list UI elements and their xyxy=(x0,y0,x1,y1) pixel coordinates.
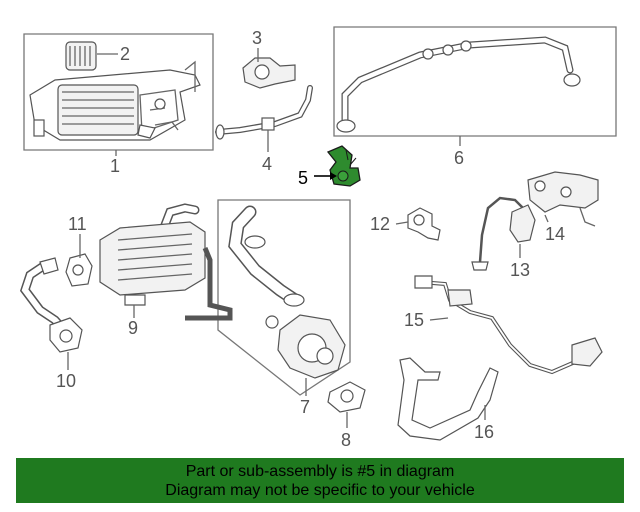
filter-part-2 xyxy=(65,41,97,71)
callout-11: 11 xyxy=(68,214,87,234)
callout-10: 10 xyxy=(56,371,76,391)
gasket-part-11 xyxy=(65,253,93,287)
pipe-part-10 xyxy=(19,257,83,353)
canister-part xyxy=(29,60,201,141)
highlighted-part-5 xyxy=(326,145,361,187)
callout-3: 3 xyxy=(252,28,262,48)
hose-part-6 xyxy=(336,36,581,133)
valve-part-3 xyxy=(242,57,296,89)
callout-14: 14 xyxy=(545,224,565,244)
callout-5: 5 xyxy=(298,168,308,188)
bracket-part-14 xyxy=(527,171,599,227)
banner-line-part-number: Part or sub-assembly is #5 in diagram xyxy=(185,463,455,480)
callout-9: 9 xyxy=(128,318,138,338)
banner-line-disclaimer: Diagram may not be specific to your vehi… xyxy=(165,482,475,499)
oxygen-sensor-part-13 xyxy=(471,196,536,271)
pump-part-7 xyxy=(228,205,346,379)
group-box-1 xyxy=(23,33,214,151)
callout-6: 6 xyxy=(454,148,464,168)
sensor-part-12 xyxy=(407,207,441,241)
pipe-part-4 xyxy=(215,85,313,140)
egr-cooler-part-9 xyxy=(99,203,233,321)
callout-1: 1 xyxy=(110,156,120,176)
callout-2: 2 xyxy=(120,44,130,64)
callout-13: 13 xyxy=(510,260,530,280)
callout-8: 8 xyxy=(341,430,351,450)
gasket-part-8 xyxy=(327,381,366,413)
callout-15: 15 xyxy=(404,310,424,330)
sensor-harness-part-15 xyxy=(414,275,603,375)
callout-12: 12 xyxy=(370,214,390,234)
bracket-part-16 xyxy=(397,357,499,441)
info-banner: Part or sub-assembly is #5 in diagram Di… xyxy=(16,458,624,503)
group-box-6 xyxy=(333,26,617,137)
callout-16: 16 xyxy=(474,422,494,442)
callout-4: 4 xyxy=(262,154,272,174)
callout-7: 7 xyxy=(300,397,310,417)
parts-diagram: 1 2 3 4 5 6 7 8 9 10 11 12 13 14 15 16 xyxy=(19,26,617,450)
